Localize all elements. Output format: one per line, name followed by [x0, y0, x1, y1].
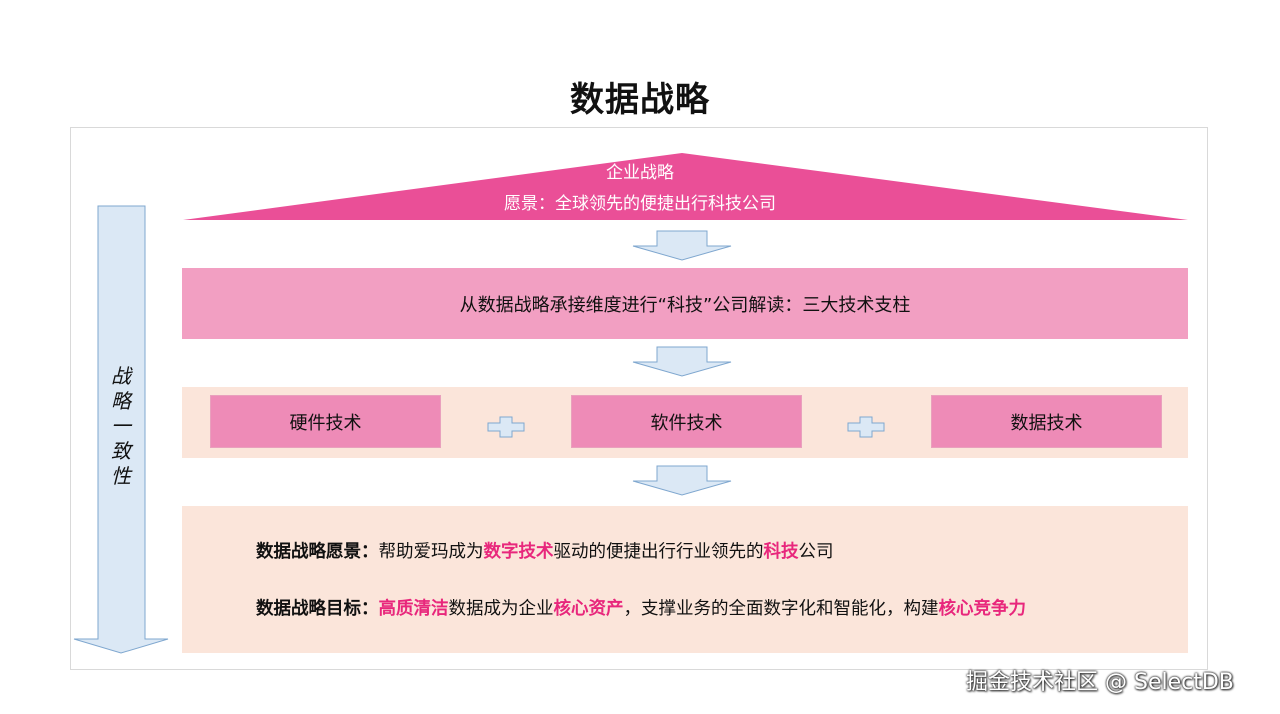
side-char: 略 [111, 389, 131, 413]
plus-icon [487, 416, 525, 438]
vision-highlight: 科技 [763, 542, 799, 562]
side-char: 致 [111, 439, 131, 463]
roof-vision: 愿景：全球领先的便捷出行科技公司 [504, 194, 776, 214]
vision-text: 帮助爱玛成为 [378, 542, 484, 562]
goal-highlight: 高质清洁 [378, 599, 449, 619]
vision-line: 数据战略愿景：帮助爱玛成为数字技术驱动的便捷出行行业领先的科技公司 [256, 538, 834, 563]
goal-highlight: 核心资产 [553, 599, 624, 619]
goal-highlight: 核心竞争力 [938, 599, 1027, 619]
vision-text: 公司 [798, 542, 834, 562]
side-char: 性 [111, 464, 131, 488]
pillar-data: 数据技术 [931, 395, 1162, 448]
pillar-software: 软件技术 [571, 395, 802, 448]
vision-text: 驱动的便捷出行行业领先的 [553, 542, 764, 562]
goal-label: 数据战略目标： [256, 599, 379, 619]
goal-line: 数据战略目标：高质清洁数据成为企业核心资产，支撑业务的全面数字化和智能化，构建核… [256, 595, 1026, 620]
plus-icon [847, 416, 885, 438]
strategy-alignment-label: 战 略 一 致 性 [106, 364, 136, 489]
interpretation-band: 从数据战略承接维度进行“科技”公司解读：三大技术支柱 [182, 268, 1188, 339]
down-arrow-1 [632, 230, 732, 261]
enterprise-strategy-roof [183, 153, 1188, 220]
watermark: 掘金技术社区 @ SelectDB [966, 670, 1234, 695]
interpretation-text: 从数据战略承接维度进行“科技”公司解读：三大技术支柱 [459, 294, 911, 316]
down-arrow-2 [632, 346, 732, 377]
page-title: 数据战略 [570, 80, 710, 120]
side-char: 一 [111, 414, 131, 438]
vision-highlight: 数字技术 [483, 542, 554, 562]
goal-text: ，支撑业务的全面数字化和智能化，构建 [623, 599, 939, 619]
vision-label: 数据战略愿景： [256, 542, 379, 562]
roof-title: 企业战略 [606, 163, 674, 183]
strategy-alignment-arrow [73, 205, 169, 654]
down-arrow-3 [632, 465, 732, 496]
side-char: 战 [111, 364, 131, 388]
strategy-band [182, 506, 1188, 653]
goal-text: 数据成为企业 [448, 599, 554, 619]
pillar-hardware: 硬件技术 [210, 395, 441, 448]
